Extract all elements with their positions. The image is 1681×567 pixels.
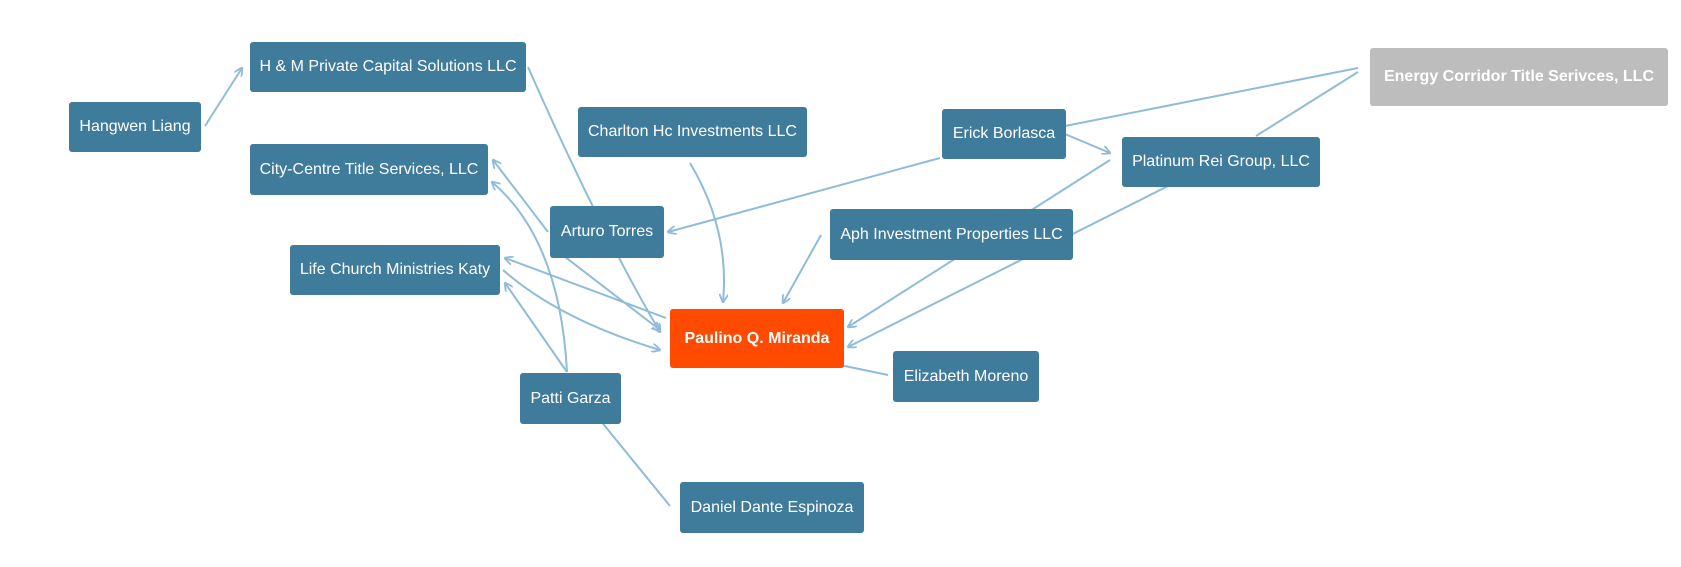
edge-energy-to-platinum (1255, 71, 1359, 137)
edge-lifechurch-to-paulino (502, 269, 660, 350)
edge-aph-to-paulino (783, 234, 822, 303)
node-hm-private-capital[interactable]: H & M Private Capital Solutions LLC (250, 42, 526, 92)
node-energy-corridor[interactable]: Energy Corridor Title Serivces, LLC (1370, 48, 1668, 106)
edge-arturo-to-paulino (559, 252, 660, 330)
node-patti-garza[interactable]: Patti Garza (520, 373, 621, 424)
node-city-centre-title[interactable]: City-Centre Title Services, LLC (250, 144, 488, 195)
edge-erick-to-arturo (668, 157, 941, 232)
edge-platinum-to-paulino-b (848, 185, 1169, 347)
edge-energy-to-erick (1064, 67, 1359, 127)
node-erick-borlasca[interactable]: Erick Borlasca (942, 109, 1066, 159)
edge-erick-to-platinum (1064, 133, 1110, 153)
edge-paulino-to-lifechurch (505, 258, 667, 319)
node-daniel-espinoza[interactable]: Daniel Dante Espinoza (680, 482, 864, 533)
node-arturo-torres[interactable]: Arturo Torres (550, 206, 664, 258)
edge-paulino-to-elizabeth (839, 364, 889, 376)
edge-patti-to-daniel (599, 419, 671, 507)
edge-patti-to-citycentre (492, 182, 568, 373)
node-hangwen-liang[interactable]: Hangwen Liang (69, 102, 201, 152)
node-elizabeth-moreno[interactable]: Elizabeth Moreno (893, 351, 1039, 402)
edge-charlton-to-paulino (689, 162, 724, 302)
edge-hangwen-to-hm (204, 68, 242, 127)
node-life-church[interactable]: Life Church Ministries Katy (290, 245, 500, 295)
edge-arturo-to-citycentre (493, 160, 549, 233)
node-paulino-miranda[interactable]: Paulino Q. Miranda (670, 309, 844, 368)
edge-patti-to-lifechurch (505, 283, 568, 373)
node-charlton-hc[interactable]: Charlton Hc Investments LLC (578, 107, 807, 157)
node-platinum-rei[interactable]: Platinum Rei Group, LLC (1122, 137, 1320, 187)
node-aph-investment[interactable]: Aph Investment Properties LLC (830, 209, 1073, 260)
